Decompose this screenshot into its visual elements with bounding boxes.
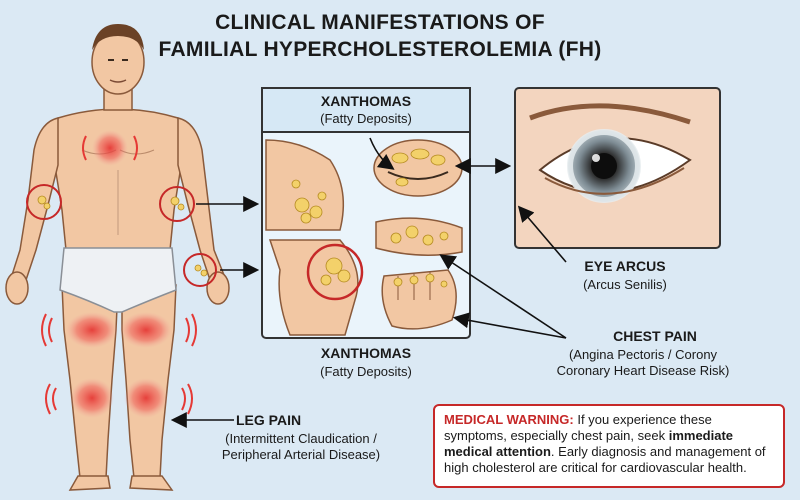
medical-warning-box: MEDICAL WARNING: If you experience these…	[433, 404, 785, 488]
warning-emphasis: immediate medical attention	[444, 428, 734, 459]
connector-arrows	[170, 137, 567, 428]
left-calf-pain-glow	[70, 378, 114, 418]
leg-pain-label-sub-1: (Intermittent Claudication /	[225, 431, 377, 446]
eye-panel	[514, 87, 721, 249]
right-hand-marker	[183, 253, 217, 287]
xanthomas-label-title: XANTHOMAS	[320, 345, 412, 361]
xanthomas-label-sub: (Fatty Deposits)	[320, 364, 412, 379]
warning-heading: MEDICAL WARNING:	[444, 412, 574, 427]
right-thigh-pain-glow	[120, 312, 172, 348]
title-line-1: CLINICAL MANIFESTATIONS OF	[215, 11, 545, 34]
eye-arcus-label-title: EYE ARCUS	[584, 258, 666, 274]
eye-arcus-label-sub: (Arcus Senilis)	[583, 277, 667, 292]
panel-subheading: (Fatty Deposits)	[320, 111, 412, 126]
warning-text-1: If you experience these symptoms, especi…	[444, 412, 712, 443]
chest-pain-label-sub-2: Coronary Heart Disease Risk)	[556, 363, 730, 378]
left-elbow-marker	[26, 184, 62, 220]
left-thigh-pain-glow	[66, 312, 118, 348]
chest-pain-label-title: CHEST PAIN	[613, 328, 697, 344]
chest-pain-label-sub-1: (Angina Pectoris / Corony	[568, 347, 718, 362]
arcus-ring	[567, 129, 641, 203]
leg-pain-label-sub-2: Peripheral Arterial Disease)	[221, 447, 381, 462]
right-calf-pain-glow	[124, 378, 168, 418]
leg-pain-label-title: LEG PAIN	[236, 412, 302, 428]
panel-heading: XANTHOMAS	[320, 93, 412, 109]
chest-pain-glow	[92, 130, 128, 166]
leg-pain-waves	[41, 313, 197, 415]
title-line-2: FAMILIAL HYPERCHOLESTEROLEMIA (FH)	[158, 38, 602, 61]
chest-pain-waves	[82, 135, 138, 161]
human-figure	[5, 24, 230, 491]
warning-text-2: . Early diagnosis and management of high…	[444, 444, 766, 475]
right-elbow-marker	[159, 186, 195, 222]
